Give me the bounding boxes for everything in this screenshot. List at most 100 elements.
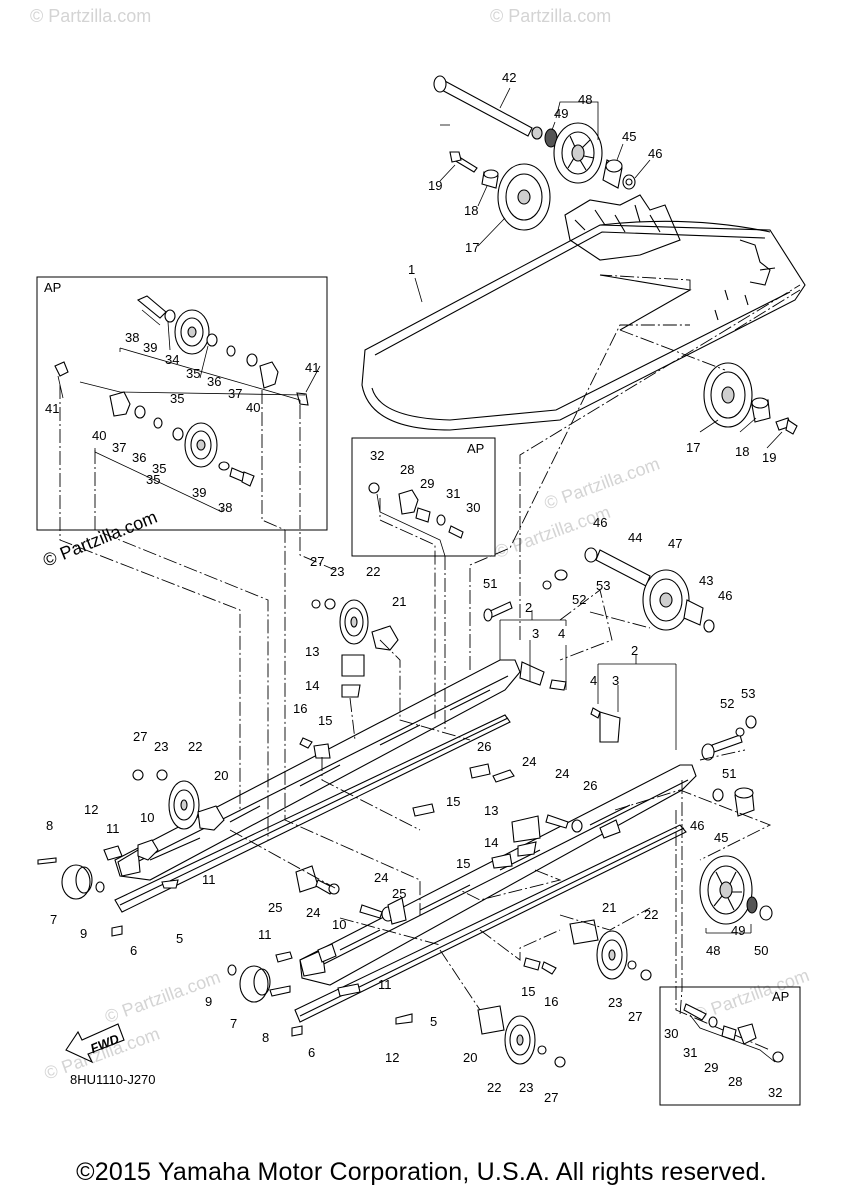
callout-number: 7 xyxy=(50,912,57,927)
callout-number: 47 xyxy=(668,536,682,551)
callout-number: 10 xyxy=(332,917,346,932)
callout-number: 24 xyxy=(522,754,536,769)
callout-number: 11 xyxy=(202,872,216,887)
upper-mid-components xyxy=(299,598,515,817)
watermark-text: © Partzilla.com xyxy=(490,6,611,26)
callout-number: 23 xyxy=(519,1080,533,1095)
callout-numbers: 42 49 48 19 45 46 18 17 1 17 18 19 38 39… xyxy=(45,70,782,1105)
callout-number: 34 xyxy=(165,352,179,367)
callout-number: 20 xyxy=(463,1050,477,1065)
callout-number: 12 xyxy=(84,802,98,817)
callout-number: 30 xyxy=(664,1026,678,1041)
callout-number: 24 xyxy=(555,766,569,781)
assembly-guide-lines xyxy=(59,274,801,1051)
callout-number: 25 xyxy=(268,900,282,915)
callout-number: 48 xyxy=(578,92,592,107)
right-mid-hardware xyxy=(701,715,757,761)
callout-number: 17 xyxy=(686,440,700,455)
callout-number: 4 xyxy=(558,626,565,641)
callout-number: 52 xyxy=(572,592,586,607)
callout-number: 30 xyxy=(466,500,480,515)
inset-label: AP xyxy=(467,441,484,456)
callout-number: 51 xyxy=(483,576,497,591)
callout-number: 22 xyxy=(188,739,202,754)
idler-wheel-right xyxy=(703,362,798,435)
callout-number: 37 xyxy=(112,440,126,455)
callout-number: 32 xyxy=(768,1085,782,1100)
ap-inset-left: AP xyxy=(36,276,328,531)
diagram-code: 8HU1110-J270 xyxy=(70,1072,156,1087)
callout-number: 14 xyxy=(305,678,319,693)
callout-number: 27 xyxy=(544,1090,558,1105)
callout-number: 53 xyxy=(741,686,755,701)
callout-number: 15 xyxy=(446,794,460,809)
callout-number: 11 xyxy=(106,821,120,836)
ap-inset-middle: AP xyxy=(351,437,496,557)
callout-number: 24 xyxy=(306,905,320,920)
callout-number: 26 xyxy=(583,778,597,793)
callout-leaders xyxy=(57,87,783,449)
callout-number: 46 xyxy=(718,588,732,603)
callout-number: 12 xyxy=(385,1050,399,1065)
rear-wheel-right xyxy=(699,787,773,925)
inset-label: AP xyxy=(44,280,61,295)
callout-number: 39 xyxy=(192,485,206,500)
inset-label: AP xyxy=(772,989,789,1004)
callout-number: 3 xyxy=(612,673,619,688)
callout-number: 22 xyxy=(644,907,658,922)
callout-number: 51 xyxy=(722,766,736,781)
callout-number: 35 xyxy=(146,472,160,487)
callout-number: 35 xyxy=(186,366,200,381)
callout-number: 8 xyxy=(46,818,53,833)
track-belt xyxy=(361,194,806,431)
callout-number: 22 xyxy=(366,564,380,579)
callout-number: 10 xyxy=(140,810,154,825)
callout-number: 15 xyxy=(318,713,332,728)
callout-number: 35 xyxy=(152,461,166,476)
callout-number: 29 xyxy=(704,1060,718,1075)
callout-number: 6 xyxy=(308,1045,315,1060)
callout-number: 40 xyxy=(92,428,106,443)
callout-number: 22 xyxy=(487,1080,501,1095)
callout-number: 5 xyxy=(430,1014,437,1029)
callout-number: 2 xyxy=(631,643,638,658)
callout-number: 9 xyxy=(205,994,212,1009)
lower-mid-components xyxy=(227,814,652,1068)
callout-number: 25 xyxy=(392,886,406,901)
callout-number: 11 xyxy=(258,927,272,942)
callout-number: 32 xyxy=(370,448,384,463)
callout-number: 18 xyxy=(735,444,749,459)
callout-number: 41 xyxy=(305,360,319,375)
callout-number: 15 xyxy=(456,856,470,871)
callout-number: 8 xyxy=(262,1030,269,1045)
callout-number: 5 xyxy=(176,931,183,946)
callout-number: 38 xyxy=(218,500,232,515)
ap-inset-right: AP xyxy=(659,986,801,1106)
callout-number: 39 xyxy=(143,340,157,355)
callout-number: 40 xyxy=(246,400,260,415)
callout-number: 11 xyxy=(378,977,392,992)
callout-number: 42 xyxy=(502,70,516,85)
callout-number: 27 xyxy=(133,729,147,744)
callout-number: 35 xyxy=(170,391,184,406)
callout-number: 26 xyxy=(477,739,491,754)
callout-number: 6 xyxy=(130,943,137,958)
callout-number: 1 xyxy=(408,262,415,277)
callout-number: 29 xyxy=(420,476,434,491)
watermark-main: © Partzilla.com xyxy=(40,507,160,571)
callout-number: 14 xyxy=(484,835,498,850)
callout-number: 17 xyxy=(465,240,479,255)
rail-brackets xyxy=(519,661,621,743)
callout-number: 20 xyxy=(214,768,228,783)
callout-number: 19 xyxy=(428,178,442,193)
callout-number: 45 xyxy=(714,830,728,845)
callout-number: 28 xyxy=(728,1074,742,1089)
callout-number: 15 xyxy=(521,984,535,999)
callout-number: 27 xyxy=(310,554,324,569)
watermark-text: © Partzilla.com xyxy=(691,965,812,1025)
callout-number: 9 xyxy=(80,926,87,941)
callout-number: 21 xyxy=(602,900,616,915)
callout-number: 50 xyxy=(754,943,768,958)
callout-number: 46 xyxy=(648,146,662,161)
